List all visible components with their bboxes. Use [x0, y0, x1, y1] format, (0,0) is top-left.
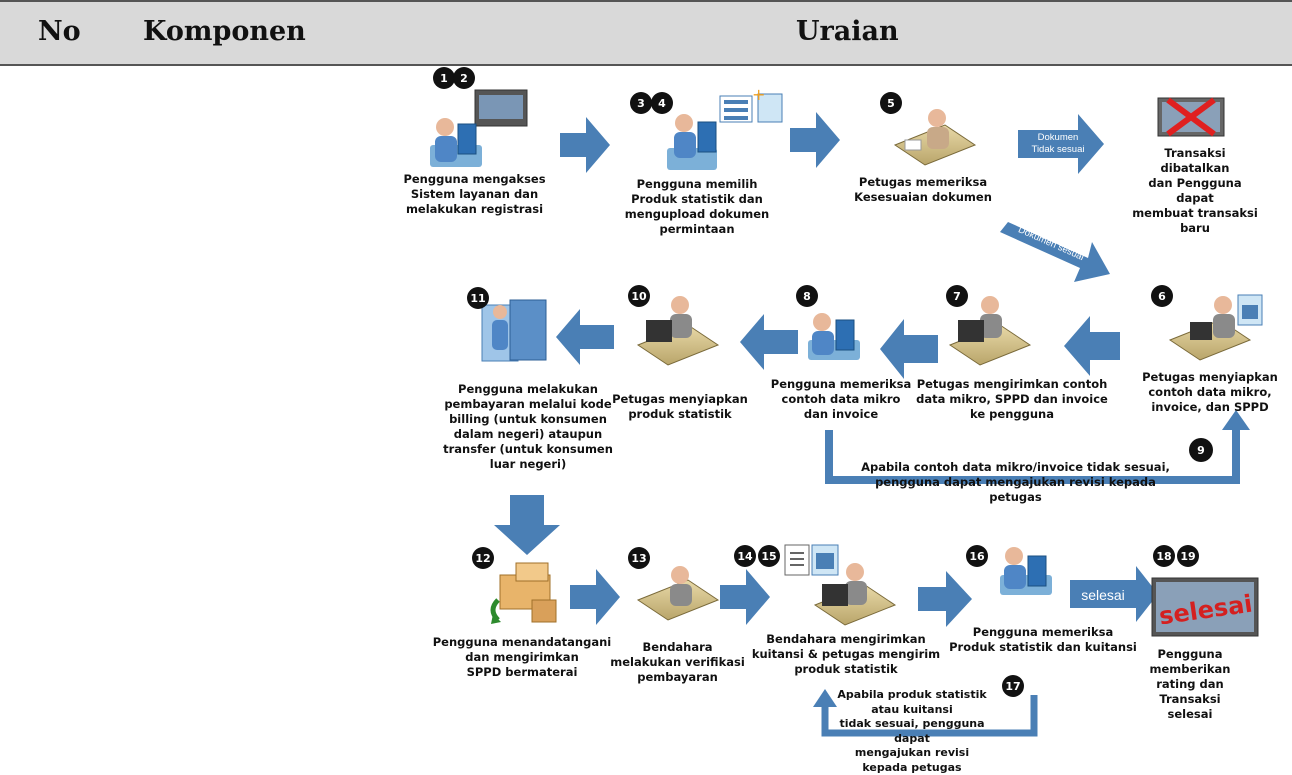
step-13-label: Bendahara melakukan verifikasi pembayara…	[610, 640, 745, 684]
arrow-4-to-5	[790, 112, 840, 168]
step-10-label: Petugas menyiapkan produk statistik	[612, 392, 748, 421]
badge-7: 7	[946, 285, 968, 307]
header-komponen: Komponen	[143, 16, 306, 47]
svg-text:3: 3	[637, 97, 645, 110]
arrow-7-to-8	[880, 319, 938, 379]
badge-3: 3	[630, 92, 652, 114]
svg-text:4: 4	[658, 97, 666, 110]
arrow-label-tidak-sesuai-1: Dokumen	[1038, 132, 1079, 143]
arrow-12-to-13	[570, 569, 620, 625]
step-17-note: Apabila produk statistik atau kuitansi t…	[837, 688, 987, 774]
badge-5: 5	[880, 92, 902, 114]
loop-arrow-9-head	[1222, 410, 1250, 430]
icon-transaksi-dibatalkan	[1157, 97, 1225, 137]
step-9-note: Apabila contoh data mikro/invoice tidak …	[861, 460, 1170, 504]
badge-19: 19	[1177, 545, 1199, 567]
badge-13: 13	[628, 547, 650, 569]
icon-16	[1000, 547, 1052, 595]
step-5-label: Petugas memeriksa Kesesuaian dokumen	[854, 175, 992, 204]
step-16-label: Pengguna memeriksa Produk statistik dan …	[949, 625, 1137, 654]
svg-text:14: 14	[737, 550, 753, 563]
badge-1: 1	[433, 67, 455, 89]
icon-13	[636, 566, 720, 621]
step-6-label: Petugas menyiapkan contoh data mikro, in…	[1142, 370, 1278, 414]
badge-17: 17	[1002, 675, 1024, 697]
arrow-dokumen-sesuai	[1000, 222, 1110, 282]
loop-arrow-17	[821, 695, 1038, 737]
header-uraian: Uraian	[796, 16, 899, 47]
badge-6: 6	[1151, 285, 1173, 307]
step-14-15-label: Bendahara mengirimkan kuitansi & petugas…	[751, 632, 941, 676]
badge-18: 18	[1153, 545, 1175, 567]
arrow-6-to-7	[1064, 316, 1120, 376]
step-8-label: Pengguna memeriksa contoh data mikro dan…	[770, 377, 912, 421]
svg-text:9: 9	[1197, 444, 1205, 457]
svg-text:5: 5	[887, 97, 895, 110]
svg-text:10: 10	[631, 290, 647, 303]
arrow-selesai	[1070, 566, 1158, 622]
loop-arrow-17-head	[813, 689, 837, 707]
icon-10	[636, 296, 720, 366]
transaksi-dibatalkan-label: Transaksi dibatalkan dan Pengguna dapat …	[1132, 146, 1258, 235]
badge-14: 14	[734, 545, 756, 567]
icon-7	[948, 296, 1032, 366]
icon-6	[1168, 294, 1263, 361]
icon-5	[893, 109, 977, 166]
svg-text:16: 16	[969, 550, 985, 563]
step-11-label: Pengguna melakukan pembayaran melalui ko…	[443, 382, 613, 471]
arrow-10-to-11	[556, 309, 614, 365]
badge-16: 16	[966, 545, 988, 567]
step-7-label: Petugas mengirimkan contoh data mikro, S…	[916, 377, 1108, 421]
icon-3-4: +	[667, 85, 783, 170]
badge-9: 9	[1189, 438, 1213, 462]
svg-text:18: 18	[1156, 550, 1171, 563]
svg-text:6: 6	[1158, 290, 1166, 303]
svg-text:13: 13	[631, 552, 646, 565]
arrow-label-tidak-sesuai-2: Tidak sesuai	[1032, 144, 1085, 155]
icon-selesai-screen: selesai	[1151, 577, 1259, 637]
svg-text:2: 2	[460, 72, 468, 85]
step-18-19-label: Pengguna memberikan rating dan Transaksi…	[1149, 647, 1231, 721]
header-no: No	[38, 16, 81, 47]
svg-text:19: 19	[1180, 550, 1195, 563]
icon-8	[808, 313, 860, 360]
table-header: No Komponen Uraian	[0, 0, 1292, 66]
svg-text:7: 7	[953, 290, 961, 303]
arrows	[494, 112, 1158, 627]
icon-14-15	[784, 544, 897, 626]
badges: 1 2 3 4 5 6 7 8 9 10 11 12 13 14 15 16 1…	[433, 67, 1213, 697]
step-12-label: Pengguna menandatangani dan mengirimkan …	[432, 635, 612, 679]
svg-text:15: 15	[761, 550, 776, 563]
arrow-dokumen-tidak-sesuai	[1018, 114, 1104, 174]
badge-8: 8	[796, 285, 818, 307]
arrow-8-to-10	[740, 314, 798, 370]
badge-10: 10	[628, 285, 650, 307]
badge-12: 12	[472, 547, 494, 569]
arrow-label-selesai: selesai	[1081, 587, 1125, 603]
svg-text:11: 11	[470, 292, 485, 305]
icon-11	[481, 299, 547, 362]
badge-11: 11	[467, 287, 489, 309]
svg-text:1: 1	[440, 72, 448, 85]
icon-1-2	[430, 89, 528, 167]
arrow-13-to-14	[720, 569, 770, 625]
svg-text:+: +	[752, 85, 765, 104]
svg-text:8: 8	[803, 290, 811, 303]
svg-text:17: 17	[1005, 680, 1020, 693]
step-3-4-label: Pengguna memilih Produk statistik dan me…	[624, 177, 770, 236]
icon-12	[490, 562, 557, 624]
svg-text:12: 12	[475, 552, 490, 565]
step-1-2-label: Pengguna mengakses Sistem layanan dan me…	[403, 172, 546, 216]
flow-diagram: Dokumen Tidak sesuai Dokumen sesuai sele…	[430, 67, 1263, 737]
badge-4: 4	[651, 92, 673, 114]
arrow-15-to-16	[918, 571, 972, 627]
badge-15: 15	[758, 545, 780, 567]
arrow-2-to-3	[560, 117, 610, 173]
badge-2: 2	[453, 67, 475, 89]
arrow-11-to-12	[494, 495, 560, 555]
loop-arrow-9	[825, 425, 1240, 484]
